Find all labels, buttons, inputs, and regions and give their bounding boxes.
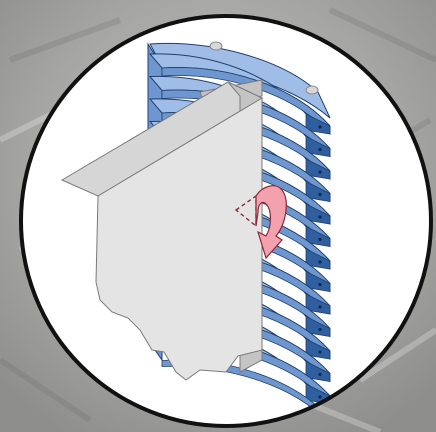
mounting-tab xyxy=(210,42,222,50)
mounting-tab xyxy=(306,86,318,94)
